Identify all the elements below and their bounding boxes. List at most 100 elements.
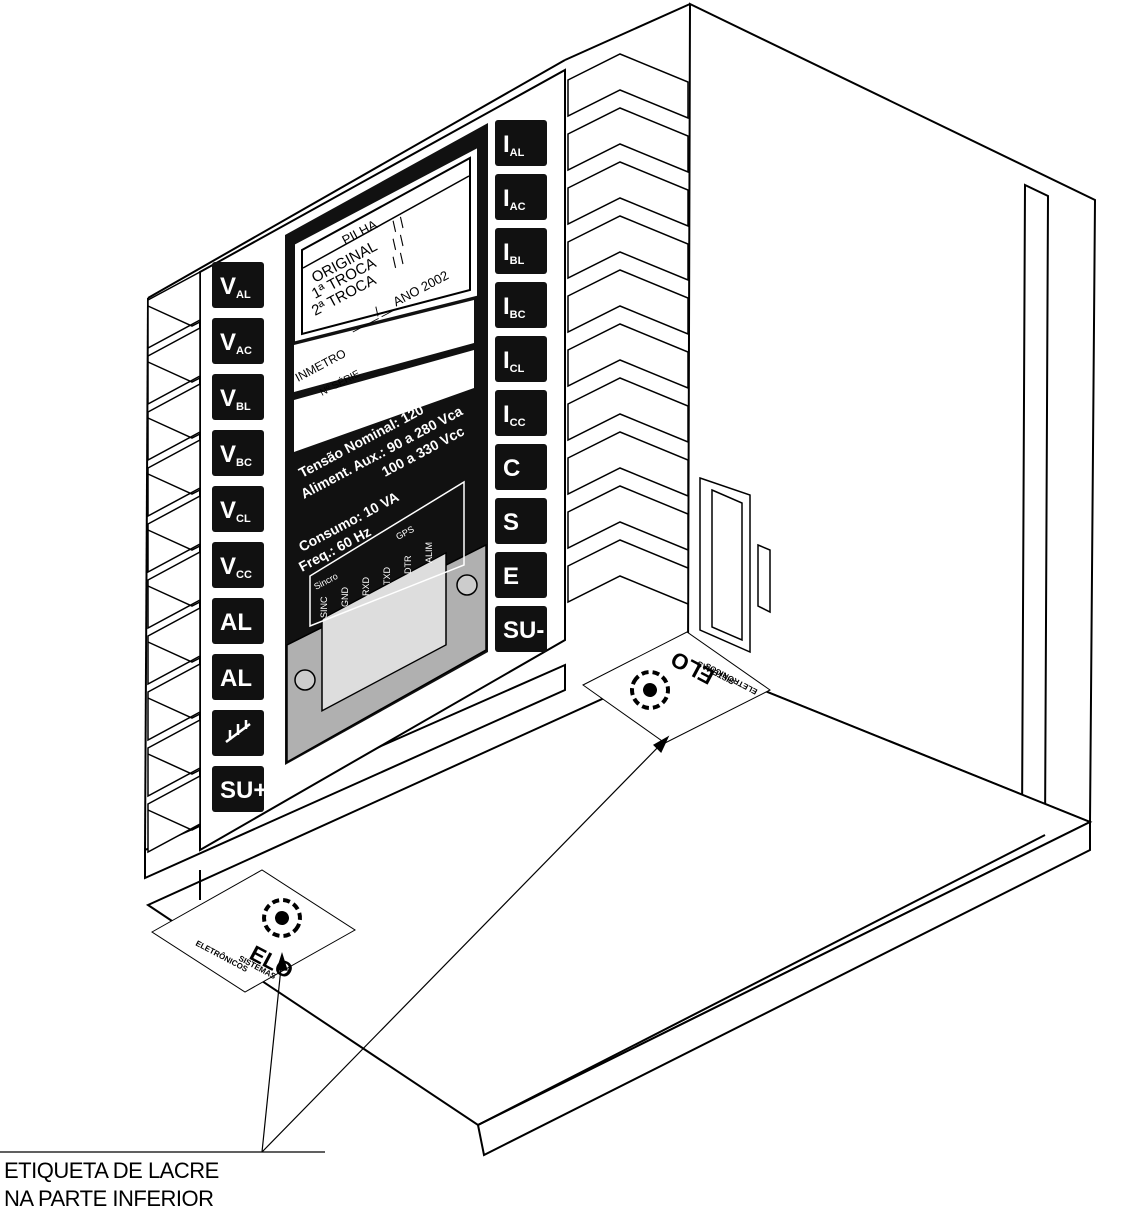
- serial-box: [294, 350, 474, 452]
- terminal-bg: [212, 262, 264, 308]
- terminal-bg: [495, 228, 547, 274]
- connector-block: [321, 551, 447, 712]
- terminal-bg: [495, 390, 547, 436]
- terminal-label: C: [503, 455, 520, 482]
- terminal-sub: BL: [236, 401, 251, 413]
- left-rib: [147, 382, 201, 462]
- connector-screw-right: [456, 574, 478, 596]
- right-rib: [567, 323, 689, 390]
- terminal-bg: [495, 174, 547, 220]
- terminal-ial: IAL: [495, 120, 547, 166]
- terminal-label: E: [503, 563, 519, 590]
- right-rib: [567, 377, 689, 444]
- pin-label: GND: [340, 587, 350, 608]
- terminal-bg: [212, 654, 264, 700]
- terminal-bg: [212, 374, 264, 420]
- terminal-bg: [495, 282, 547, 328]
- terminal-sub: BL: [510, 255, 525, 267]
- terminal-bg: [495, 552, 547, 598]
- pin-label: RXD: [361, 576, 371, 596]
- arrowhead-right-icon: [653, 735, 670, 754]
- terminal-bg: [495, 606, 547, 652]
- terminal-iac: IAC: [495, 174, 547, 220]
- terminal-e: E: [495, 552, 547, 598]
- terminal-label: SU+: [220, 777, 267, 804]
- battery-inner: [301, 156, 471, 336]
- terminal-sub: CC: [236, 569, 252, 581]
- terminal-al: AL: [212, 654, 264, 700]
- right-rib: [567, 107, 689, 174]
- enclosure-outline: [144, 2, 1097, 1157]
- side-vent: [699, 476, 771, 654]
- terminal-bg: [212, 542, 264, 588]
- left-rib-edge: [147, 529, 201, 551]
- left-rib: [147, 438, 201, 518]
- seal-label-left: ELO SISTEMAS ELETRÔNICOS: [151, 869, 356, 993]
- terminal-vcc: VCC: [212, 542, 264, 588]
- right-rib: [567, 539, 689, 606]
- right-rib: [567, 53, 689, 120]
- arrowhead-left-icon: [276, 951, 288, 971]
- terminal-sub: AL: [510, 147, 525, 159]
- terminal-bg: [495, 498, 547, 544]
- left-rib: [147, 662, 201, 742]
- terminal-icc: ICC: [495, 390, 547, 436]
- terminal-bg: [212, 318, 264, 364]
- terminal-val: VAL: [212, 262, 264, 308]
- left-rib-edge: [147, 697, 201, 719]
- terminal-vac: VAC: [212, 318, 264, 364]
- terminal-vbc: VBC: [212, 430, 264, 476]
- left-rib-edge: [147, 809, 201, 831]
- terminal-vcl: VCL: [212, 486, 264, 532]
- terminal-label: SU-: [503, 617, 544, 644]
- ground-symbol-icon: [225, 720, 251, 743]
- terminal-label: AL: [220, 665, 252, 692]
- pin-label: SINC: [319, 596, 329, 618]
- left-rib-edge: [147, 417, 201, 439]
- label-panel: [285, 123, 488, 765]
- terminal-sub: AC: [236, 345, 252, 357]
- terminal-sub: CL: [236, 513, 251, 525]
- terminal-bg: [495, 120, 547, 166]
- terminal-su+: SU+: [212, 766, 267, 812]
- terminal-sub: CC: [510, 417, 526, 429]
- terminal-bg: [212, 598, 264, 644]
- terminal-label: AL: [220, 609, 252, 636]
- right-flange: [1020, 183, 1050, 837]
- left-terminal-strip: VAL VAC VBL VBC VCL VCC AL AL SU+: [212, 262, 267, 812]
- terminal-ground: [212, 710, 264, 756]
- terminal-label: S: [503, 509, 519, 536]
- left-rib-edge: [147, 361, 201, 383]
- terminal-sub: AC: [510, 201, 526, 213]
- left-rib-edge: [147, 753, 201, 775]
- pin-legend-box: [309, 480, 465, 628]
- terminal-bg: [212, 766, 264, 812]
- terminal-sub: CL: [510, 363, 525, 375]
- terminal-bg: [495, 444, 547, 490]
- connector-screw-left: [294, 669, 316, 691]
- terminal-sub: AL: [236, 289, 251, 301]
- seal-label-right: ELO SISTEMAS ELETRÔNICOS: [582, 631, 771, 744]
- elo-logo-icon: [262, 898, 302, 938]
- right-rib: [567, 485, 689, 552]
- left-rib-edge: [147, 305, 201, 327]
- bottom-flange: [476, 820, 1091, 1157]
- right-rib: [567, 431, 689, 498]
- left-rib: [147, 718, 201, 798]
- terminal-s: S: [495, 498, 547, 544]
- terminal-sub: BC: [510, 309, 526, 321]
- terminal-ibl: IBL: [495, 228, 547, 274]
- right-rib: [567, 215, 689, 282]
- terminal-sub: BC: [236, 457, 252, 469]
- right-rib: [567, 161, 689, 228]
- left-rib: [147, 270, 201, 350]
- elo-logo-icon-right: [630, 670, 670, 710]
- terminal-c: C: [495, 444, 547, 490]
- terminal-su-: SU-: [495, 606, 547, 652]
- terminal-vbl: VBL: [212, 374, 264, 420]
- pin-label: DTR: [403, 555, 413, 574]
- left-heatsink-ribs: [147, 270, 201, 854]
